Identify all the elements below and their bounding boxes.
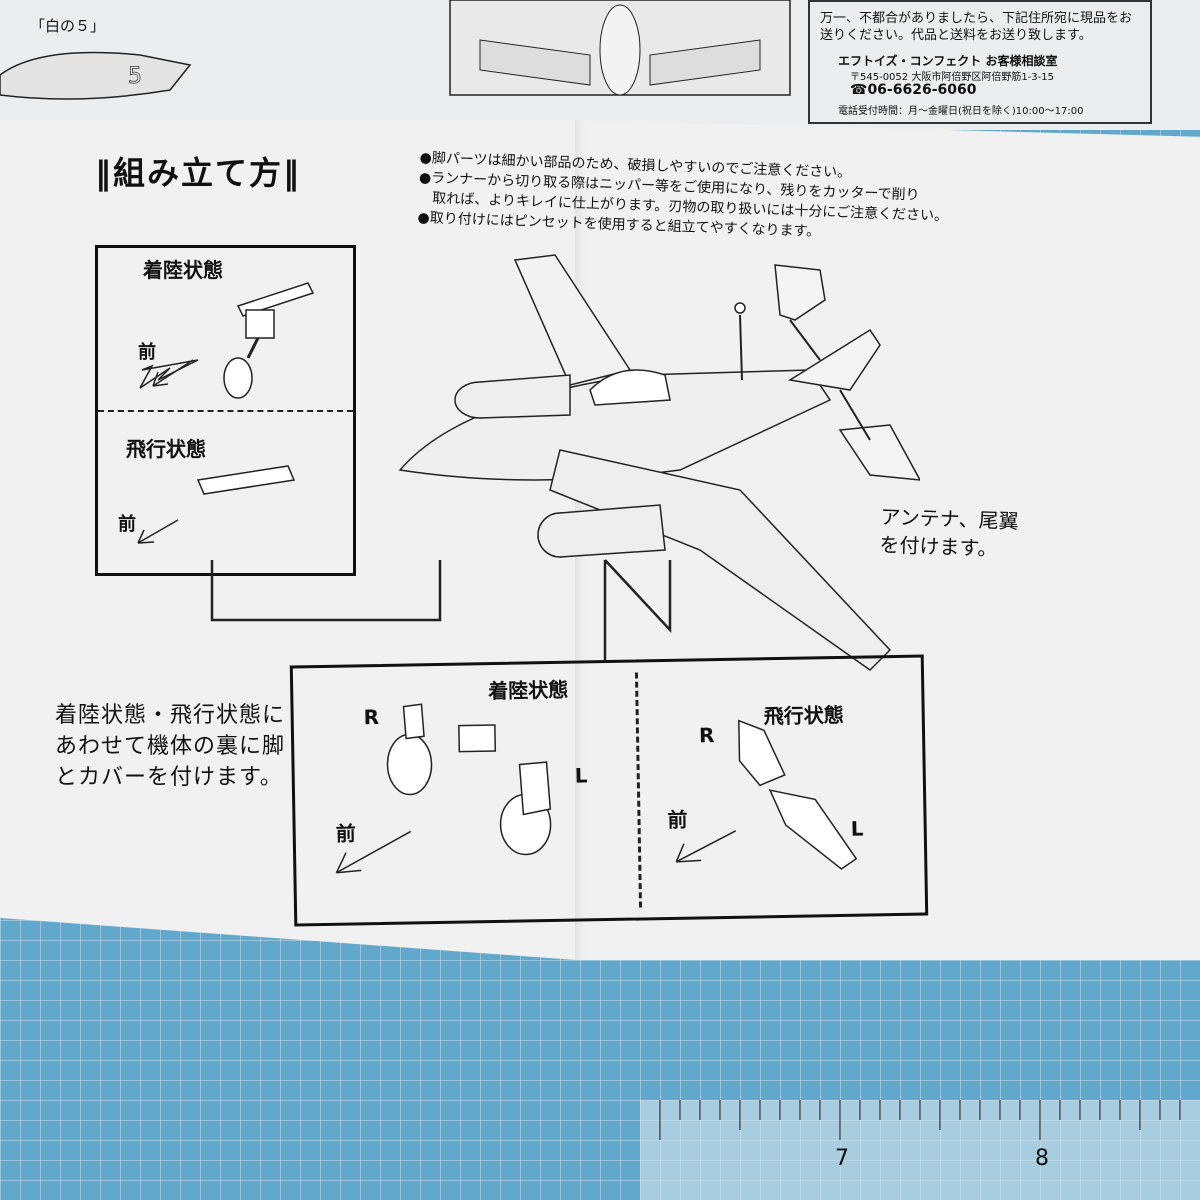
- phone-number: ☎06-6626-6060: [850, 82, 977, 98]
- main-gear-panel: 着陸状態 飛行状態 R L 前 R L 前: [289, 654, 929, 927]
- tail-caption: アンテナ、尾翼 を付けます。: [879, 503, 1019, 564]
- company-name: エフトイズ・コンフェクト お客様相談室: [838, 54, 1058, 68]
- fuselage-label: 「白の５」: [30, 17, 106, 35]
- address-text: 〒545-0052 大阪市阿倍野区阿倍野筋1-3-15: [850, 72, 1054, 83]
- ruler: 7 8: [640, 1100, 1200, 1200]
- flight-state-label: 飛行状態: [126, 437, 206, 461]
- gear-caption: 着陸状態・飛行状態にあわせて機体の裏に脚とカバーを付けます。: [55, 703, 286, 790]
- nose-gear-panel: 着陸状態 飛行状態 前 前: [95, 245, 356, 576]
- front-direction-label: 前: [138, 342, 156, 363]
- phone-hours: 電話受付時間：月～金曜日(祝日を除く)10:00～17:00: [838, 106, 1084, 117]
- landing-state-label: 着陸状態: [143, 258, 223, 282]
- tail-caption-line: を付けます。: [879, 532, 998, 561]
- customer-service-box: 万一、不都合がありましたら、下記住所宛に現品をお送りください。代品と送料をお送り…: [808, 0, 1152, 124]
- assembly-title: ‖組み立て方‖: [95, 154, 302, 192]
- aircraft-drawing: [398, 254, 920, 671]
- main-gear-drawings: [335, 703, 858, 874]
- svg-text:5: 5: [128, 64, 142, 89]
- aircraft-topview-drawing: [449, 0, 791, 96]
- fuselage-drawing: 5: [0, 51, 192, 100]
- connector-line: [210, 560, 442, 622]
- ruler-tick-label: 7: [835, 1146, 849, 1171]
- nose-gear-drawings: [137, 282, 315, 544]
- panel-divider: [98, 410, 353, 412]
- front-direction-label: 前: [118, 514, 136, 535]
- ruler-tick-label: 8: [1035, 1146, 1049, 1171]
- notice-text: 万一、不都合がありましたら、下記住所宛に現品をお送りください。代品と送料をお送り…: [820, 11, 1133, 43]
